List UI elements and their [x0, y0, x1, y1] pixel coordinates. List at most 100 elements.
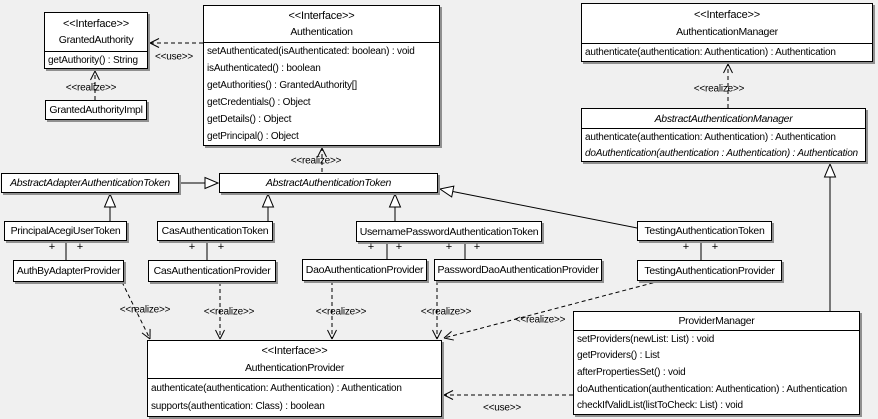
stereotype-label: <<use>>	[482, 402, 522, 414]
open-arrowhead	[149, 38, 160, 44]
class-header: AbstractAuthenticationManager	[582, 109, 865, 129]
class-header: TestingAuthenticationProvider	[638, 261, 781, 280]
class-method: authenticate(authentication: Authenticat…	[585, 47, 836, 58]
hollow-triangle-arrowhead	[388, 192, 402, 208]
generalization-usernamepasswordauthenticationtoken-to-abstractauthenticationtoken	[388, 192, 402, 221]
class-header: AbstractAuthenticationToken	[220, 174, 437, 192]
class-name: AuthByAdapterProvider	[16, 265, 121, 277]
class-method: getAuthorities() : GrantedAuthority[]	[207, 80, 357, 91]
class-method: setAuthenticated(isAuthenticated: boolea…	[207, 46, 415, 57]
realize-daoauthenticationprovider-to-authenticationprovider	[327, 281, 337, 340]
open-arrowhead	[94, 70, 100, 81]
hollow-triangle-arrowhead	[204, 176, 220, 190]
use-providermanager-to-authenticationprovider	[443, 390, 573, 400]
class-name: TestingAuthenticationProvider	[644, 264, 775, 277]
class-method: afterPropertiesSet() : void	[577, 366, 686, 378]
class-name: AbstractAdapterAuthenticationToken	[10, 177, 170, 189]
association-end-visibility: +	[711, 241, 719, 253]
class-header: GrantedAuthorityImpl	[46, 101, 146, 119]
open-arrowhead	[317, 147, 323, 158]
class-cas-authentication-token: CasAuthenticationToken	[157, 221, 273, 241]
class-header: CasAuthenticationToken	[158, 222, 272, 240]
class-header: PasswordDaoAuthenticationProvider	[435, 260, 601, 280]
class-method: getAuthority() : String	[48, 54, 138, 66]
class-header: UsernamePasswordAuthenticationToken	[357, 222, 541, 241]
use-authentication-to-grantedauthority	[149, 38, 203, 48]
class-password-dao-authentication-provider: PasswordDaoAuthenticationProvider	[434, 259, 602, 281]
stereotype-label: <<realize>>	[119, 304, 171, 316]
class-method: getProviders() : List	[577, 350, 660, 362]
association-end-visibility: +	[188, 241, 196, 253]
class-principal-acegi-user-token: PrincipalAcegiUserToken	[4, 221, 127, 241]
association-end-visibility: +	[445, 241, 453, 253]
class-method: getPrincipal() : Object	[207, 131, 299, 142]
class-header: <<Interface>> AuthenticationManager	[582, 4, 872, 44]
class-method: doAuthentication(authentication: Authent…	[577, 383, 847, 395]
class-name: GrantedAuthority	[58, 34, 134, 47]
generalization-principalacegiusertoken-to-abstractadapterauthenticationtoken	[103, 192, 117, 221]
class-authentication-manager: <<Interface>> AuthenticationManager authen…	[581, 3, 873, 62]
class-name: TestingAuthenticationToken	[644, 225, 765, 237]
class-method: authenticate(authentication: Authenticat…	[585, 131, 836, 143]
realize-abstractauthenticationtoken-to-authentication	[317, 147, 327, 172]
class-username-password-authentication-token: UsernamePasswordAuthenticationToken	[356, 221, 542, 242]
class-cas-authentication-provider: CasAuthenticationProvider	[148, 260, 276, 282]
open-arrowhead	[149, 42, 160, 48]
open-arrowhead	[321, 147, 327, 158]
stereotype-label: <<realize>>	[693, 83, 745, 95]
open-arrowhead	[443, 330, 452, 339]
class-abstract-authentication-token: AbstractAuthenticationToken	[219, 173, 438, 193]
class-header: AuthByAdapterProvider	[14, 261, 123, 281]
realize-abstractauthenticationmanager-to-authenticationmanager	[723, 63, 733, 108]
stereotype-label: <<use>>	[154, 51, 194, 63]
class-method: isAuthenticated() : boolean	[207, 63, 321, 74]
class-testing-authentication-provider: TestingAuthenticationProvider	[637, 260, 782, 281]
class-name: AbstractAuthenticationManager	[654, 112, 793, 125]
class-name: PrincipalAcegiUserToken	[10, 225, 121, 237]
class-authentication: <<Interface>>Authentication setAuthentica…	[203, 5, 440, 146]
stereotype-label: <<realize>>	[65, 82, 117, 94]
class-header: DaoAuthenticationProvider	[303, 260, 426, 280]
open-arrowhead	[219, 329, 225, 340]
class-method: doAuthentication(authentication : Authen…	[585, 147, 858, 159]
class-stereotype: <<Interface>>	[694, 9, 760, 21]
class-header: <<Interface>>Authentication	[204, 6, 439, 43]
class-header: CasAuthenticationProvider	[149, 261, 275, 281]
class-dao-authentication-provider: DaoAuthenticationProvider	[302, 259, 427, 281]
class-name: DaoAuthenticationProvider	[305, 264, 424, 276]
open-arrowhead	[723, 63, 729, 74]
open-arrowhead	[436, 329, 442, 340]
association-end-visibility: +	[48, 241, 56, 253]
class-name: CasAuthenticationToken	[161, 225, 269, 237]
class-name: PasswordDaoAuthenticationProvider	[437, 264, 599, 276]
class-header: ProviderManager	[574, 312, 859, 331]
generalization-abstractadapterauthenticationtoken-to-abstractauthenticationtoken	[179, 176, 220, 190]
stereotype-label: <<realize>>	[514, 314, 566, 326]
open-arrowhead	[141, 332, 151, 340]
open-arrowhead	[443, 337, 454, 341]
open-arrowhead	[432, 329, 438, 340]
stereotype-label: <<realize>>	[420, 306, 472, 318]
class-method: checkIfValidList(listToCheck: List) : vo…	[577, 400, 743, 412]
association-end-visibility: +	[395, 241, 403, 253]
hollow-triangle-arrowhead	[103, 192, 117, 208]
association-end-visibility: +	[682, 241, 690, 253]
class-name: AuthenticationManager	[676, 26, 778, 38]
stereotype-label: <<realize>>	[315, 306, 367, 318]
class-header: PrincipalAcegiUserToken	[5, 222, 126, 240]
open-arrowhead	[727, 63, 733, 74]
class-abstract-authentication-manager: AbstractAuthenticationManager authenticat…	[581, 108, 866, 162]
generalization-casauthenticationtoken-to-abstractauthenticationtoken	[261, 192, 275, 221]
class-name: UsernamePasswordAuthenticationToken	[359, 225, 539, 238]
open-arrowhead	[443, 394, 454, 400]
class-header: <<Interface>>GrantedAuthority	[45, 13, 147, 52]
class-method: getDetails() : Object	[207, 114, 292, 125]
class-methods: getAuthority() : String	[45, 52, 147, 68]
realize-authbyadapterprovider-to-authenticationprovider	[121, 281, 151, 340]
stereotype-label: <<realize>>	[203, 306, 255, 318]
